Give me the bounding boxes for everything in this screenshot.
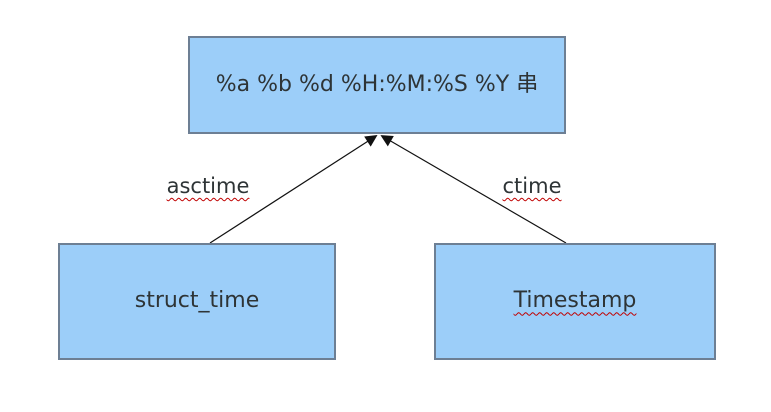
node-format-string: %a %b %d %H:%M:%S %Y 串 xyxy=(188,36,566,134)
node-timestamp-label: Timestamp xyxy=(513,288,637,314)
edge-label-asctime: asctime xyxy=(166,174,250,198)
edge-label-ctime: ctime xyxy=(502,174,562,198)
node-struct-time-label: struct_time xyxy=(134,288,260,314)
node-format-string-label: %a %b %d %H:%M:%S %Y 串 xyxy=(215,71,539,97)
node-struct-time: struct_time xyxy=(58,243,336,360)
node-timestamp: Timestamp xyxy=(434,243,716,360)
